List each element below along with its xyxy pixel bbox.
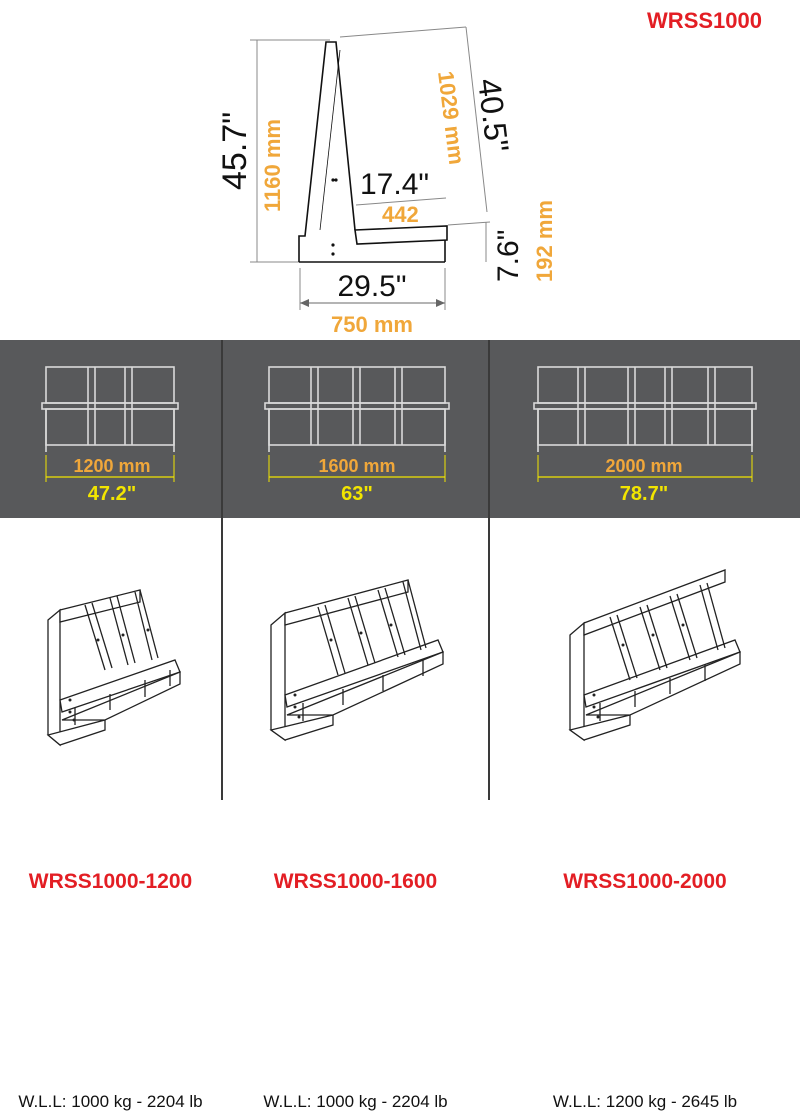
length-inch-label: 63" <box>341 483 373 505</box>
working-load-limit: W.L.L: 1200 kg - 2645 lb <box>552 1092 738 1111</box>
length-band <box>0 340 800 518</box>
length-mm-label: 1200 mm <box>73 456 150 476</box>
rack-illustration-1600 <box>269 579 444 742</box>
top-view-frame-1600: 1600 mm 63" <box>264 366 450 505</box>
length-mm-label: 1600 mm <box>318 456 395 476</box>
model-name: WRSS1000-1600 <box>273 870 438 893</box>
shelf-mm-label: 442 <box>382 202 419 227</box>
variant-column-1600: 1600 mm 63" WRSS1000-1600 W.L.L: 1000 kg… <box>223 340 488 1111</box>
base-height-inch-label: 7.6" <box>492 230 525 282</box>
length-inch-label: 47.2" <box>88 483 136 505</box>
column-divider <box>221 340 223 800</box>
variant-column-1200: 1200 mm 47.2" WRSS1000-1200 W.L.L: 1000 … <box>0 340 221 1111</box>
rack-illustration-2000 <box>568 569 741 742</box>
frame-outline <box>298 41 448 263</box>
top-view-frame-2000: 2000 mm 78.7" <box>533 366 757 505</box>
working-load-limit: W.L.L: 1000 kg - 2204 lb <box>263 1092 448 1111</box>
column-divider <box>488 340 490 800</box>
side-elevation-diagram: 45.7" 1160 mm 1029 mm 40.5" 17.4" 442 7.… <box>216 26 557 337</box>
model-name: WRSS1000-2000 <box>563 870 727 893</box>
page-title: WRSS1000 <box>647 8 762 33</box>
rack-illustration-1200 <box>46 589 181 747</box>
back-mm-label: 1029 mm <box>433 70 469 167</box>
shelf-inch-label: 17.4" <box>360 168 429 201</box>
back-inch-label: 40.5" <box>471 76 516 153</box>
length-inch-label: 78.7" <box>620 483 668 505</box>
length-mm-label: 2000 mm <box>605 456 682 476</box>
top-view-frame-1200: 1200 mm 47.2" <box>41 366 179 505</box>
depth-mm-label: 750 mm <box>331 312 413 337</box>
base-height-mm-label: 192 mm <box>532 200 557 282</box>
height-inch-label: 45.7" <box>216 112 254 190</box>
depth-inch-label: 29.5" <box>337 270 406 303</box>
working-load-limit: W.L.L: 1000 kg - 2204 lb <box>18 1092 203 1111</box>
model-name: WRSS1000-1200 <box>28 870 193 893</box>
height-mm-label: 1160 mm <box>260 119 285 212</box>
variant-column-2000: 2000 mm 78.7" WRSS1000-2000 W.L.L: 1200 … <box>490 340 800 1111</box>
